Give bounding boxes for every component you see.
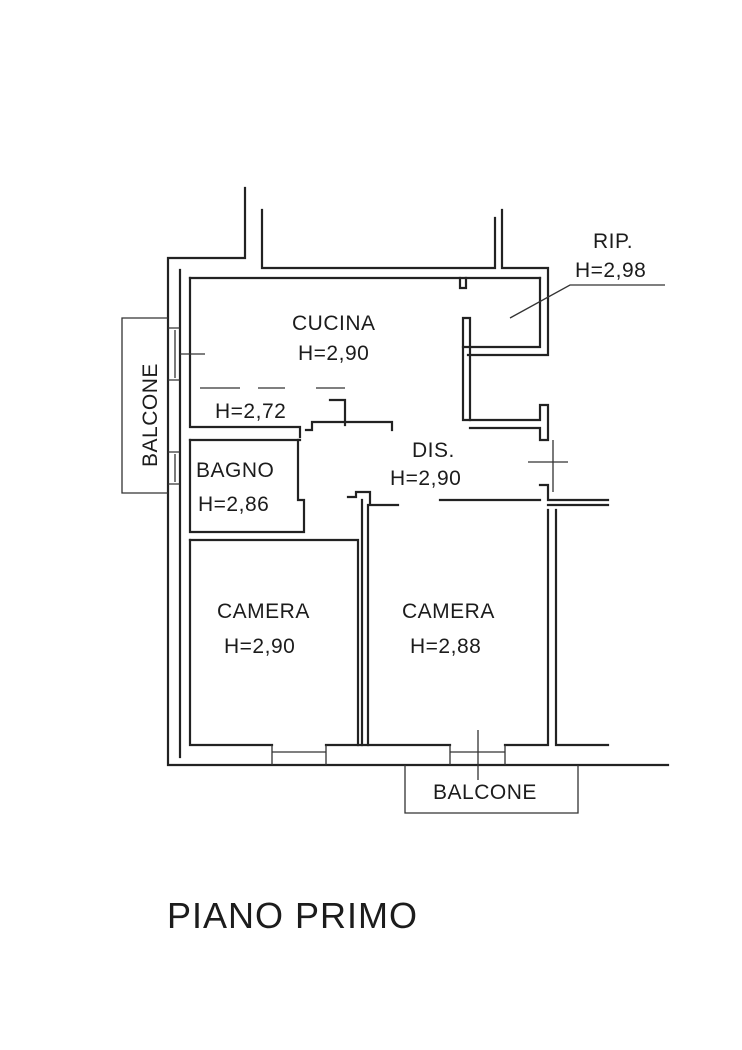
corridor-walls bbox=[438, 403, 610, 507]
floor-title: PIANO PRIMO bbox=[167, 895, 418, 936]
room-height-camera-2: H=2,88 bbox=[410, 635, 481, 658]
room-label-bagno: BAGNO bbox=[196, 459, 274, 482]
balcony-label-west: BALCONE bbox=[139, 363, 162, 467]
room-height-cucina-sub: H=2,72 bbox=[215, 400, 286, 423]
outer-walls bbox=[166, 186, 670, 767]
room-label-ripostiglio: RIP. bbox=[593, 230, 633, 253]
balcony-label-south: BALCONE bbox=[433, 781, 537, 804]
room-label-camera-1: CAMERA bbox=[217, 600, 310, 623]
room-height-disimpegno: H=2,90 bbox=[390, 467, 461, 490]
south-balcony bbox=[404, 765, 579, 814]
room-height-bagno: H=2,86 bbox=[198, 493, 269, 516]
room-height-ripostiglio: H=2,98 bbox=[575, 259, 646, 282]
room-height-cucina: H=2,90 bbox=[298, 342, 369, 365]
bathroom-walls bbox=[188, 438, 306, 534]
room-label-camera-2: CAMERA bbox=[402, 600, 495, 623]
room-label-cucina: CUCINA bbox=[292, 312, 376, 335]
kitchen-walls bbox=[180, 284, 665, 439]
room-label-disimpegno: DIS. bbox=[412, 439, 455, 462]
bedroom-walls bbox=[188, 490, 610, 780]
west-balcony bbox=[121, 317, 180, 494]
room-height-camera-1: H=2,90 bbox=[224, 635, 295, 658]
